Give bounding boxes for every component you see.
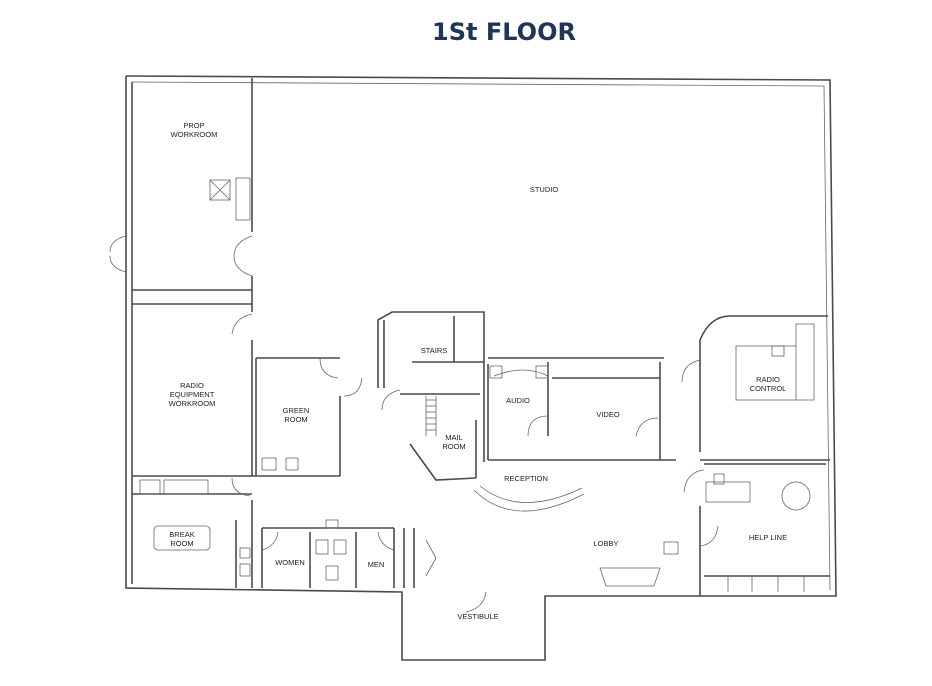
vestibule-label: VESTIBULE [457, 612, 498, 621]
radio-equipment-label-2: EQUIPMENT [170, 390, 215, 399]
break-room-label-1: BREAK [169, 530, 194, 539]
radio-equipment-label-1: RADIO [180, 381, 204, 390]
radio-equipment-label-3: WORKROOM [169, 399, 216, 408]
audio-label: AUDIO [506, 396, 530, 405]
help-line-walls [683, 459, 830, 596]
west-rooms-walls [132, 313, 341, 477]
break-room-label-2: ROOM [170, 539, 193, 548]
green-room-label-2: ROOM [284, 415, 307, 424]
prop-workroom-walls [109, 78, 253, 312]
reception-lobby [403, 485, 679, 613]
men-label: MEN [368, 560, 385, 569]
lobby-label: LOBBY [593, 539, 618, 548]
radio-control-label-2: CONTROL [750, 384, 787, 393]
radio-control-label-1: RADIO [756, 375, 780, 384]
exterior-walls [125, 75, 837, 661]
women-label: WOMEN [275, 558, 305, 567]
mail-room-label-1: MAIL [445, 433, 463, 442]
break-room-walls [132, 477, 253, 588]
prop-workroom-label-2: WORKROOM [171, 130, 218, 139]
stairs-label: STAIRS [421, 346, 448, 355]
video-label: VIDEO [596, 410, 620, 419]
prop-workroom-label-1: PROP [183, 121, 204, 130]
floor-title: 1St FLOOR [432, 18, 576, 46]
studio-label: STUDIO [530, 185, 559, 194]
mail-room-label-2: ROOM [442, 442, 465, 451]
restroom-walls [261, 519, 395, 588]
reception-label: RECEPTION [504, 474, 548, 483]
stairs-walls [343, 311, 485, 481]
audio-video-walls [487, 357, 676, 461]
green-room-label-1: GREEN [283, 406, 310, 415]
radio-control-walls [681, 315, 828, 452]
help-line-label: HELP LINE [749, 533, 787, 542]
